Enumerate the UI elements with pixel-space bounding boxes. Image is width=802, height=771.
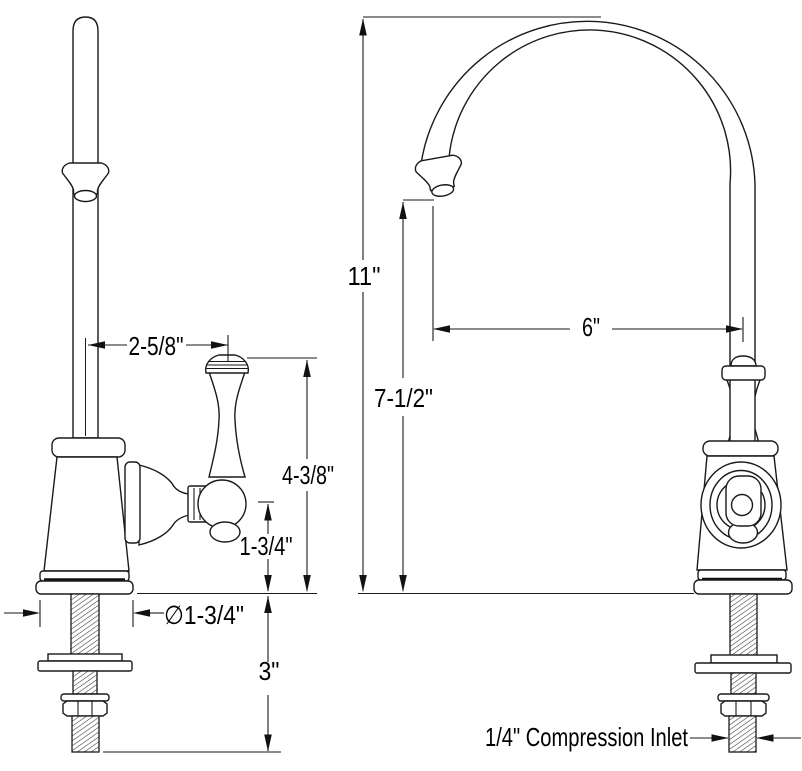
gooseneck-spout-outer [420,20,756,444]
handle-lower-ball [209,521,241,543]
dim-shank-length-label: 3" [259,656,280,686]
side-view [35,16,250,753]
handle-lever [208,371,246,478]
spout-pipe [72,16,99,439]
washer-lip [47,653,123,662]
body [43,456,130,572]
body-cap [702,440,779,457]
front-view [413,20,793,753]
shank-thread-mid [730,672,757,695]
shank-thread-lower [71,715,100,753]
knob-collar [721,365,766,381]
dim-outlet-height-label: 7-1/2" [374,383,433,413]
handle-pivot-ball [197,479,247,529]
shank-thread-lower [728,715,757,753]
washer-plate [37,660,133,672]
shank-thread-upper [729,593,758,658]
hex-nut [720,700,767,717]
nut-collar [60,693,110,702]
knob-dome [730,355,757,367]
dimension-annotations: 2-5/8" 4-3/8" 1-3/4" ∅1-3/4" 3" [4,16,801,753]
aerator-tip [61,162,110,203]
spout-nozzle [413,153,468,201]
dim-spout-reach-label: 6" [582,312,600,342]
gooseneck-spout-fill [421,21,755,445]
dim-pivot-height-label: 1-3/4" [240,531,293,561]
gooseneck-spout-inner [448,29,732,444]
handle-knob [204,354,250,374]
dim-overall-height-label: 11" [348,261,381,291]
dim-spout-to-handle-label: 2-5/8" [129,331,184,361]
washer-plate [694,662,792,674]
body-cap [51,437,126,458]
base-ring-bottom [35,580,134,595]
inlet-note-label: 1/4" Compression Inlet [485,722,689,752]
hex-nut [62,700,108,717]
nut-collar [717,693,770,702]
washer-lip [710,654,778,664]
handle-escutcheon-bell [138,464,190,546]
base-ring-bottom [693,579,793,595]
dim-base-diameter-label: ∅1-3/4" [164,600,244,630]
handle-flange [124,461,141,544]
dim-handle-height-label: 4-3/8" [282,460,334,490]
shank-thread-mid [72,670,98,695]
hub-center-button [730,493,754,517]
shank-thread-upper [70,593,100,659]
